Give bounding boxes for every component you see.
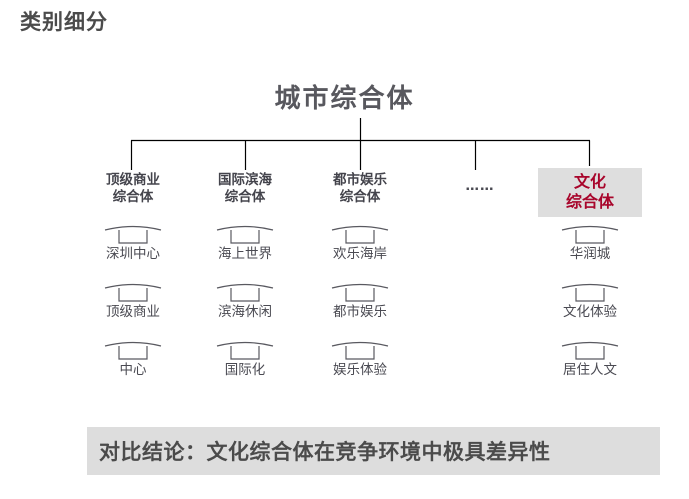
category-label-line2: 综合体 <box>339 189 381 205</box>
list-item[interactable]: 娱乐体验 <box>308 338 412 396</box>
list-item[interactable]: 滨海休闲 <box>193 280 297 338</box>
sub-item-label: 华润城 <box>569 246 611 262</box>
category-label-line2: 综合体 <box>224 189 266 205</box>
arch-bracket-icon <box>216 225 274 244</box>
sub-item-label: 欢乐海岸 <box>333 246 387 262</box>
arch-bracket-icon <box>104 225 162 244</box>
list-item[interactable]: 深圳中心 <box>81 222 185 280</box>
list-item[interactable]: 国际化 <box>193 338 297 396</box>
sub-item-column: 华润城 文化体验 居住人文 <box>538 222 642 396</box>
category-node[interactable]: 都市娱乐 综合体 <box>308 172 412 206</box>
category-node[interactable]: 顶级商业 综合体 <box>81 172 185 206</box>
arch-bracket-icon <box>216 283 274 302</box>
category-node-ellipsis: …… <box>428 178 532 195</box>
ellipsis-label: …… <box>465 178 495 194</box>
category-label-line1: 文化 <box>573 172 606 191</box>
arch-bracket-icon <box>561 225 619 244</box>
sub-item-column: 海上世界 滨海休闲 国际化 <box>193 222 297 396</box>
sub-item-column: 深圳中心 顶级商业 中心 <box>81 222 185 396</box>
arch-bracket-icon <box>331 341 389 360</box>
category-node-highlighted[interactable]: 文化 综合体 <box>538 168 642 217</box>
list-item[interactable]: 中心 <box>81 338 185 396</box>
sub-item-label: 文化体验 <box>563 304 617 320</box>
category-label-line2: 综合体 <box>112 189 154 205</box>
list-item[interactable]: 欢乐海岸 <box>308 222 412 280</box>
list-item[interactable]: 华润城 <box>538 222 642 280</box>
list-item[interactable]: 居住人文 <box>538 338 642 396</box>
arch-bracket-icon <box>331 283 389 302</box>
arch-bracket-icon <box>561 283 619 302</box>
list-item[interactable]: 文化体验 <box>538 280 642 338</box>
sub-item-label: 中心 <box>119 362 147 378</box>
sub-item-label: 顶级商业 <box>106 304 160 320</box>
sub-item-column: 欢乐海岸 都市娱乐 娱乐体验 <box>308 222 412 396</box>
category-label-line2: 综合体 <box>565 192 614 211</box>
arch-bracket-icon <box>331 225 389 244</box>
category-label-line1: 顶级商业 <box>106 172 160 188</box>
arch-bracket-icon <box>216 341 274 360</box>
arch-bracket-icon <box>104 341 162 360</box>
sub-item-label: 滨海休闲 <box>218 304 272 320</box>
sub-item-label: 深圳中心 <box>106 246 160 262</box>
list-item[interactable]: 都市娱乐 <box>308 280 412 338</box>
page-title: 类别细分 <box>20 10 108 34</box>
category-label-line1: 国际滨海 <box>218 172 272 188</box>
list-item[interactable]: 顶级商业 <box>81 280 185 338</box>
category-node[interactable]: 国际滨海 综合体 <box>193 172 297 206</box>
sub-item-label: 国际化 <box>224 362 266 378</box>
sub-item-label: 海上世界 <box>218 246 272 262</box>
category-label-line1: 都市娱乐 <box>333 172 387 188</box>
conclusion-text: 对比结论：文化综合体在竞争环境中极具差异性 <box>99 440 551 464</box>
conclusion-banner: 对比结论：文化综合体在竞争环境中极具差异性 <box>87 427 660 475</box>
arch-bracket-icon <box>561 341 619 360</box>
list-item[interactable]: 海上世界 <box>193 222 297 280</box>
sub-item-label: 娱乐体验 <box>333 362 387 378</box>
arch-bracket-icon <box>104 283 162 302</box>
sub-item-label: 居住人文 <box>563 362 617 378</box>
sub-item-label: 都市娱乐 <box>333 304 387 320</box>
tree-root-node: 城市综合体 <box>274 84 415 114</box>
